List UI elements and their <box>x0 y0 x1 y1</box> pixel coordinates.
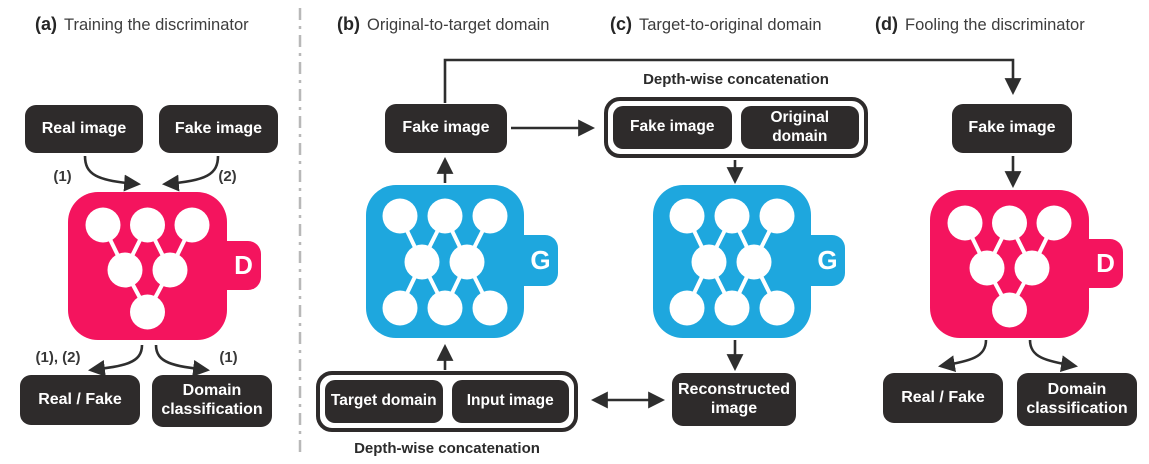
domain-classification-output-a: Domain classification <box>152 375 272 427</box>
discriminator-d: D <box>930 190 1123 338</box>
generator-b: G <box>366 185 558 338</box>
arrow-d2-to-realfake <box>937 339 988 373</box>
panel-a-tag: (a) <box>35 14 57 34</box>
panel-b-title: (b) Original-to-target domain <box>337 14 549 35</box>
discriminator-letter-d: D <box>1096 248 1115 278</box>
domain-classification-output-d: Domain classification <box>1017 373 1137 426</box>
panel-b-title-text: Original-to-target domain <box>366 16 550 34</box>
real-image-box: Real image <box>25 105 143 153</box>
concat-container-c: Fake image Original domain <box>604 97 868 158</box>
panel-b-tag: (b) <box>337 14 360 34</box>
discriminator-letter-a: D <box>234 250 253 280</box>
fake-image-box-a: Fake image <box>159 105 278 153</box>
neural-net-icon <box>85 207 210 330</box>
discriminator-tab-d: D <box>1088 239 1123 288</box>
panel-c-title: (c) Target-to-original domain <box>610 14 822 35</box>
real-fake-output-a: Real / Fake <box>20 375 140 425</box>
reconstructed-image-box: Reconstructed image <box>672 373 796 426</box>
panel-d-title-text: Fooling the discriminator <box>904 16 1085 34</box>
neural-net-icon <box>382 198 508 326</box>
generator-c: G <box>653 185 845 338</box>
neural-net-icon <box>947 205 1072 328</box>
discriminator-tab-a: D <box>226 241 261 290</box>
target-domain-box: Target domain <box>325 380 443 423</box>
annotation-2-in: (2) <box>218 168 237 185</box>
arrow-fake-to-d <box>161 155 220 192</box>
panel-a-title-text: Training the discriminator <box>64 16 249 34</box>
panel-c-title-text: Target-to-original domain <box>639 16 822 34</box>
panel-d-tag: (d) <box>875 14 898 34</box>
generator-letter-b: G <box>530 245 551 275</box>
generator-tab-b: G <box>523 235 558 286</box>
arrow-real-to-d <box>83 155 142 192</box>
generator-tab-c: G <box>810 235 845 286</box>
input-image-box: Input image <box>451 380 569 423</box>
annotation-1-out: (1) <box>219 349 238 366</box>
concat-caption-b: Depth-wise concatenation <box>354 440 540 457</box>
neural-net-icon <box>669 198 795 326</box>
annotation-12-out: (1), (2) <box>35 349 81 366</box>
skip-connection-fake-to-panel-d <box>443 58 1022 103</box>
generator-letter-c: G <box>817 245 838 275</box>
fake-image-box-c: Fake image <box>613 106 732 149</box>
arrow-d2-to-domclass <box>1028 339 1079 373</box>
concat-caption-c: Depth-wise concatenation <box>643 71 829 88</box>
panel-d-title: (d) Fooling the discriminator <box>875 14 1085 35</box>
real-fake-output-d: Real / Fake <box>883 373 1003 423</box>
arrow-d-to-realfake <box>87 344 144 377</box>
arrow-d-to-domclass <box>154 344 211 377</box>
annotation-1-in: (1) <box>53 168 72 185</box>
original-domain-box: Original domain <box>740 106 859 149</box>
panel-a-title: (a) Training the discriminator <box>35 14 249 35</box>
fake-image-box-d: Fake image <box>952 104 1072 153</box>
panel-c-tag: (c) <box>610 14 632 34</box>
fake-image-box-b: Fake image <box>385 104 507 153</box>
discriminator-a: D <box>68 192 261 340</box>
concat-container-b: Target domain Input image <box>316 371 578 432</box>
